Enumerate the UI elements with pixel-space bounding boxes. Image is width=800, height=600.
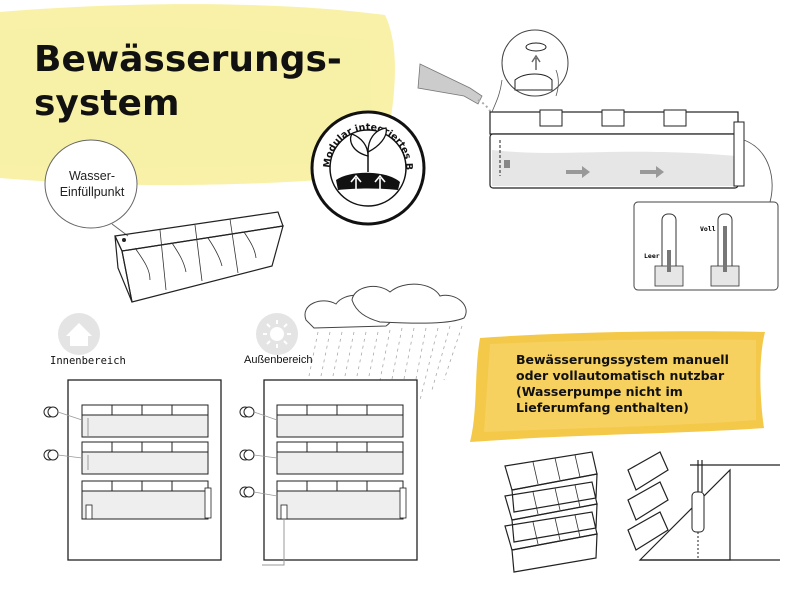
house-icon bbox=[58, 313, 100, 355]
watering-can-icon bbox=[417, 63, 495, 121]
water-inlet-icon bbox=[491, 29, 569, 113]
cloud-icon bbox=[304, 283, 467, 329]
pump-cutaway bbox=[627, 451, 780, 561]
bubble-line-2: Einfüllpunkt bbox=[59, 185, 125, 199]
title-line-2: system bbox=[34, 83, 180, 124]
banner-text: Bewässerungssystem manuell oder vollauto… bbox=[516, 352, 756, 416]
filling-point-label: Wasser- Einfüllpunkt bbox=[50, 168, 134, 200]
seedling-icon bbox=[336, 127, 400, 190]
indoor-valve-icons bbox=[43, 406, 83, 461]
outdoor-label: Außenbereich bbox=[244, 354, 313, 366]
bubble-line-1: Wasser- bbox=[68, 169, 116, 183]
banner-line-3: (Wasserpumpe nicht im bbox=[516, 384, 683, 399]
title-highlight bbox=[0, 4, 395, 186]
info-banner bbox=[470, 331, 765, 442]
indoor-wall-system bbox=[67, 379, 222, 561]
arrow-right-icon bbox=[566, 166, 664, 178]
banner-line-4: Lieferumfang enthalten) bbox=[516, 400, 689, 415]
banner-line-2: oder vollautomatisch nutzbar bbox=[516, 368, 725, 383]
planter-illustration bbox=[114, 211, 284, 303]
gauge-full-label: Voll bbox=[700, 225, 716, 233]
outdoor-valve-icons bbox=[239, 406, 278, 498]
stacked-planters bbox=[504, 451, 598, 573]
outdoor-wall-system bbox=[262, 379, 418, 566]
title-line-1: Bewässerungs- bbox=[34, 39, 342, 80]
sun-icon bbox=[256, 313, 298, 355]
banner-line-1: Bewässerungssystem manuell bbox=[516, 352, 729, 367]
cross-section-planter bbox=[489, 109, 773, 211]
speech-bubble bbox=[44, 139, 138, 237]
page-title: Bewässerungs- system bbox=[34, 38, 342, 126]
gauge-empty-label: Leer bbox=[644, 252, 660, 260]
indoor-label: Innenbereich bbox=[50, 355, 126, 367]
water-level-gauge bbox=[633, 201, 779, 291]
